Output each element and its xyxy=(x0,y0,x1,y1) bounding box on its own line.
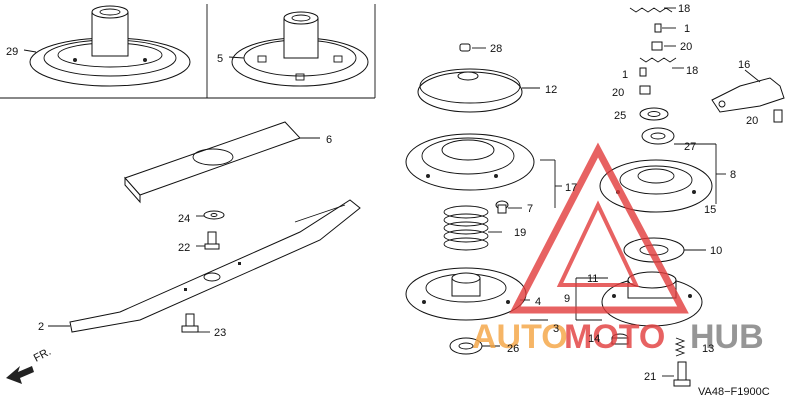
part-22-bolt xyxy=(196,231,220,250)
diagram-code: VA48−F1900C xyxy=(698,386,770,398)
part-29-blade-holder xyxy=(23,5,191,87)
part-7-pin xyxy=(495,200,522,214)
callout-27: 27 xyxy=(684,141,696,153)
part-28-key xyxy=(459,43,486,52)
callout-2: 2 xyxy=(38,321,44,333)
part-23-bolt xyxy=(181,313,210,333)
callout-17: 17 xyxy=(565,182,577,194)
callout-23: 23 xyxy=(214,327,226,339)
callout-7: 7 xyxy=(527,203,533,215)
watermark-text-auto: AUTO xyxy=(472,318,568,356)
callout-20-lower: 20 xyxy=(612,87,624,99)
callout-8: 8 xyxy=(730,169,736,181)
part-5-blade-holder xyxy=(228,11,369,87)
watermark-triangle xyxy=(509,142,689,314)
part-12-pulley xyxy=(417,68,540,113)
callout-12: 12 xyxy=(545,84,557,96)
front-direction-arrow xyxy=(6,366,34,384)
callout-18-upper: 18 xyxy=(678,3,690,15)
part-26-bearing xyxy=(449,337,500,355)
part-6-blade-cover xyxy=(124,121,320,204)
direction-label: FR. xyxy=(32,346,53,365)
inset-frame xyxy=(0,4,376,99)
part-17-outer-plate xyxy=(405,133,562,208)
part-21-bolt xyxy=(662,361,691,387)
callout-26: 26 xyxy=(507,343,519,355)
callout-20-bracket: 20 xyxy=(746,115,758,127)
part-18-spring-upper xyxy=(629,7,676,13)
callout-4: 4 xyxy=(535,296,541,308)
callout-3: 3 xyxy=(553,323,559,335)
callout-9: 9 xyxy=(564,293,570,305)
callout-1-upper: 1 xyxy=(684,23,690,35)
part-27-bearing xyxy=(641,127,726,204)
callout-22: 22 xyxy=(178,242,190,254)
part-18-spring-lower xyxy=(639,57,684,69)
part-2-blade xyxy=(48,199,361,333)
callout-28: 28 xyxy=(490,43,502,55)
part-13-spring xyxy=(674,337,686,357)
part-14-collar xyxy=(611,333,629,345)
callout-15: 15 xyxy=(704,204,716,216)
part-20-nut-upper xyxy=(651,41,676,51)
callout-29: 29 xyxy=(6,46,18,58)
watermark-logo: AUTO MOTO HUB xyxy=(472,142,764,356)
part-24-washer xyxy=(196,210,225,220)
callout-14: 14 xyxy=(588,333,600,345)
part-15-housing xyxy=(599,159,713,213)
watermark-text-hub: HUB xyxy=(690,318,764,356)
callout-20-upper: 20 xyxy=(680,41,692,53)
callout-5: 5 xyxy=(217,53,223,65)
callout-10: 10 xyxy=(710,245,722,257)
callout-1-lower: 1 xyxy=(622,69,628,81)
part-20-nut-lower xyxy=(639,85,651,95)
callout-21: 21 xyxy=(644,371,656,383)
callout-18-lower: 18 xyxy=(686,65,698,77)
callout-13: 13 xyxy=(702,343,714,355)
callout-24: 24 xyxy=(178,213,190,225)
callout-11: 11 xyxy=(587,273,598,285)
callout-16: 16 xyxy=(738,59,750,71)
callout-6: 6 xyxy=(326,134,332,146)
callout-19: 19 xyxy=(514,227,526,239)
part-1-pin-upper xyxy=(654,23,676,33)
part-19-spring xyxy=(443,205,502,251)
part-1-pin-lower xyxy=(639,67,647,77)
part-10-plate xyxy=(623,237,706,263)
callout-labels: 29 5 6 24 22 2 23 28 12 17 7 19 4 3 26 1… xyxy=(6,3,770,398)
part-4-lower-plate xyxy=(405,267,548,321)
part-16-bracket xyxy=(711,69,785,113)
part-25-washer xyxy=(639,107,669,121)
part-20-bolt-bracket xyxy=(773,109,783,123)
watermark-text-moto: MOTO xyxy=(564,318,665,356)
callout-25: 25 xyxy=(614,110,626,122)
